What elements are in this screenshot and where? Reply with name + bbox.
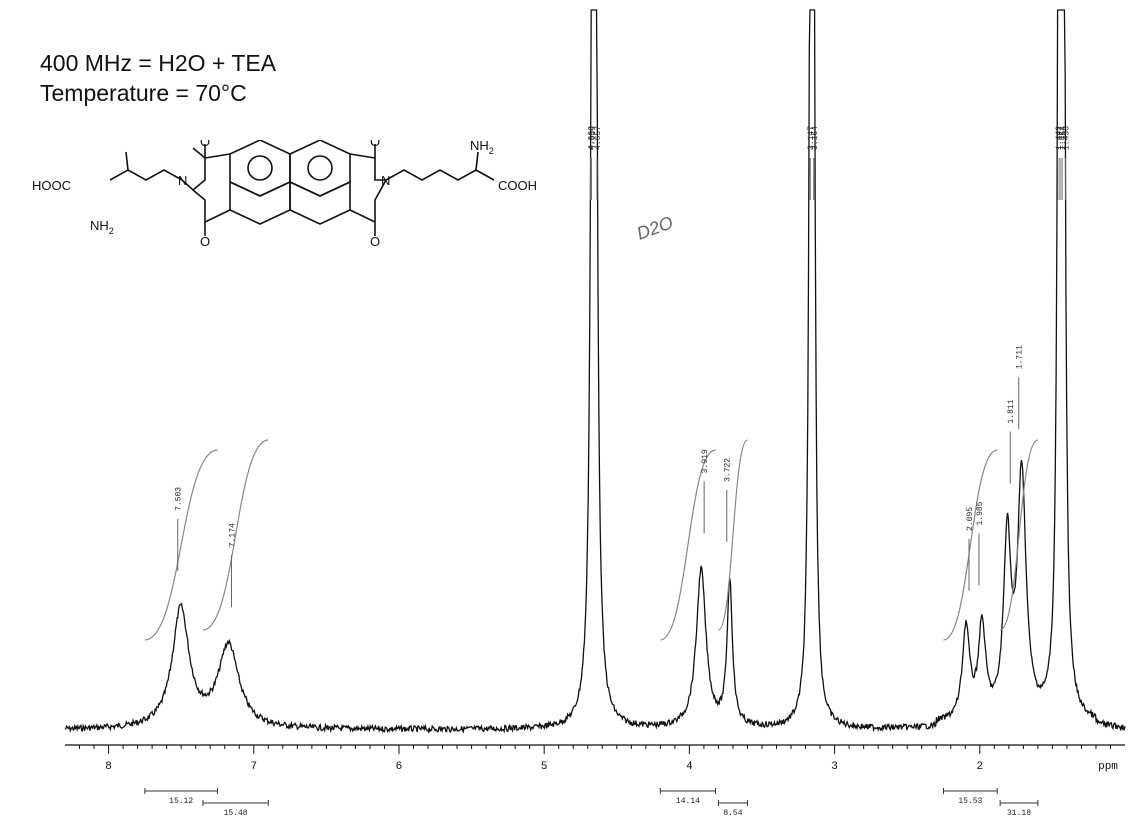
left-amine-label: NH2 bbox=[90, 218, 114, 236]
integral-value: 15.12 bbox=[169, 797, 193, 806]
temperature-label: Temperature = 70°C bbox=[40, 80, 247, 106]
right-acid-label: COOH bbox=[498, 178, 537, 193]
integral-curve bbox=[202, 439, 269, 631]
x-axis-label: ppm bbox=[1098, 761, 1118, 773]
peak-label: 7.503 bbox=[175, 487, 184, 511]
peak-label: 2.095 bbox=[966, 507, 975, 531]
peak-label: 3.164 bbox=[811, 126, 820, 150]
x-tick-label: 6 bbox=[396, 761, 403, 773]
left-lower-o: O bbox=[200, 234, 210, 249]
right-imide-n: N bbox=[381, 173, 390, 188]
peak-label: 3.147 bbox=[807, 126, 816, 150]
integral-value: 31.18 bbox=[1007, 809, 1031, 818]
integral-value: 15.53 bbox=[958, 797, 982, 806]
left-acid-label: HOOC bbox=[32, 178, 71, 193]
integral-value: 15.48 bbox=[224, 809, 248, 818]
integral-value: 14.14 bbox=[676, 797, 700, 806]
spectrum-trace bbox=[64, 9, 1126, 734]
peak-label: 3.919 bbox=[701, 449, 710, 473]
x-tick-label: 5 bbox=[541, 761, 548, 773]
x-tick-label: 2 bbox=[976, 761, 983, 773]
peak-label: 1.711 bbox=[1016, 345, 1025, 369]
left-upper-o: O bbox=[200, 140, 210, 149]
peak-label: 1.430 bbox=[1063, 126, 1072, 150]
x-tick-label: 3 bbox=[831, 761, 838, 773]
integral-curve bbox=[943, 449, 998, 641]
peak-label: 4.657 bbox=[594, 126, 603, 150]
right-upper-o: O bbox=[370, 140, 380, 149]
peak-label: 7.174 bbox=[229, 523, 238, 547]
molecule-structure: HOOC NH2 N O O N O O NH2 COOH bbox=[32, 140, 537, 249]
frequency-solvent-label: 400 MHz = H2O + TEA bbox=[40, 50, 277, 76]
peak-label: 1.985 bbox=[976, 501, 985, 525]
integral-curve bbox=[999, 439, 1039, 631]
peak-label: 1.454 bbox=[1059, 126, 1068, 150]
peak-label: 1.427 bbox=[1057, 126, 1066, 150]
right-amine-label: NH2 bbox=[470, 140, 494, 156]
peak-label: 3.722 bbox=[724, 458, 733, 482]
peak-label: 1.811 bbox=[1007, 399, 1016, 423]
x-tick-label: 4 bbox=[686, 761, 693, 773]
x-tick-label: 7 bbox=[250, 761, 257, 773]
peak-label: 1.442 bbox=[1055, 126, 1064, 150]
integral-curve bbox=[144, 449, 218, 641]
right-lower-o: O bbox=[370, 234, 380, 249]
integral-curve bbox=[660, 449, 716, 641]
peak-label: 4.660 bbox=[588, 126, 597, 150]
integral-value: 8.54 bbox=[723, 809, 742, 818]
integral-curve bbox=[717, 439, 749, 631]
solvent-annotation: D2O bbox=[634, 212, 676, 243]
x-tick-label: 8 bbox=[105, 761, 112, 773]
experiment-header: 400 MHz = H2O + TEA Temperature = 70°C bbox=[40, 48, 276, 108]
left-imide-n: N bbox=[178, 173, 187, 188]
peak-label: 4.654 bbox=[588, 126, 597, 150]
